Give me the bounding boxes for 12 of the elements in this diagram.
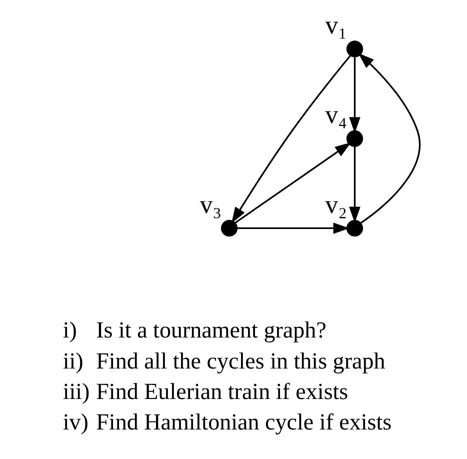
- label: i): [62, 316, 76, 343]
- node-label: v₄: [324, 100, 347, 130]
- label: Find all the cycles in this graph: [96, 347, 385, 374]
- label: Find Eulerian train if exists: [96, 378, 348, 404]
- label: iv): [62, 408, 88, 435]
- node-label: v₂: [324, 190, 347, 219]
- label: iii): [62, 378, 90, 404]
- node-label: v₁: [324, 10, 347, 40]
- label: Find Hamiltonian cycle if exists: [96, 408, 392, 435]
- label: ii): [62, 347, 83, 374]
- node-label: v₃: [199, 190, 222, 219]
- label: Is it a tournament graph?: [96, 316, 326, 343]
